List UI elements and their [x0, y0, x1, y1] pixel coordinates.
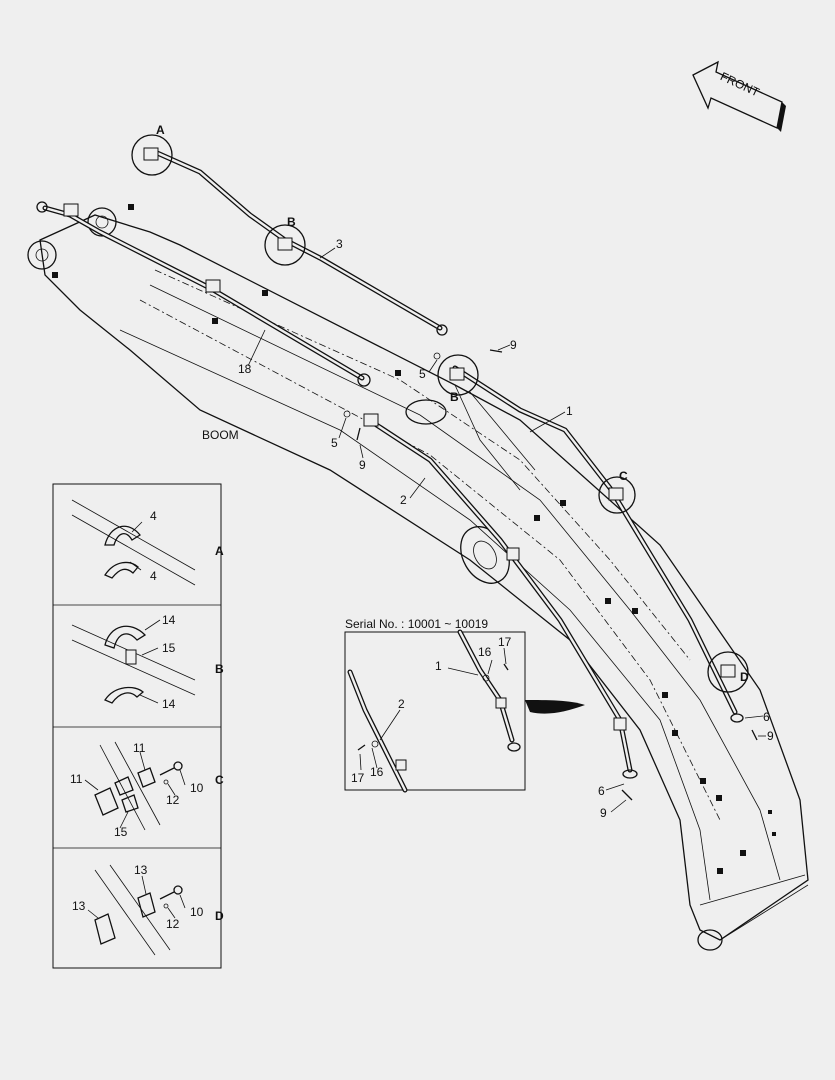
detail-d-label-13-left: 13: [72, 899, 86, 913]
part-6-bottom: 6: [598, 784, 605, 798]
detail-c-letter: C: [215, 773, 224, 787]
detail-b-label-mid: 15: [162, 641, 176, 655]
inset-title: Serial No. : 10001 ~ 10019: [345, 617, 488, 631]
part-2: 2: [400, 493, 407, 507]
detail-b-letter: B: [215, 662, 224, 676]
inset-part-17-upper: 17: [498, 635, 512, 649]
hardware: [343, 349, 758, 801]
part-6-right: 6: [763, 710, 770, 724]
part-18: 18: [238, 362, 252, 376]
callout-b-top: B: [287, 215, 296, 229]
detail-a: 4 4 A: [71, 499, 224, 586]
callout-d: D: [740, 670, 749, 684]
part-9-lower: 9: [359, 458, 366, 472]
detail-panels: 4 4 A 14 15 14 B 11 11: [52, 483, 224, 969]
detail-a-label-upper: 4: [150, 509, 157, 523]
part-5-lower: 5: [331, 436, 338, 450]
detail-d-label-10: 10: [190, 905, 204, 919]
part-3: 3: [336, 237, 343, 251]
detail-b-label-upper: 14: [162, 613, 176, 627]
inset-part-2: 2: [398, 697, 405, 711]
inset-part-1: 1: [435, 659, 442, 673]
detail-d: 13 13 10 12 D: [72, 863, 224, 956]
callout-circles: [131, 134, 749, 693]
detail-c: 11 11 10 12 15 C: [70, 741, 224, 839]
detail-c-label-11-left: 11: [70, 772, 83, 786]
pipe-3: [152, 149, 448, 336]
boom-label: BOOM: [202, 428, 239, 442]
callout-a: A: [156, 123, 165, 137]
boom-outline: [27, 204, 809, 951]
callout-c: C: [619, 469, 628, 483]
inset-part-16-lower: 16: [370, 765, 384, 779]
inset-part-17-lower: 17: [351, 771, 365, 785]
detail-c-label-11-right: 11: [133, 741, 146, 755]
front-arrow: FRONT: [692, 60, 786, 132]
detail-c-label-12: 12: [166, 793, 180, 807]
inset-part-16-upper: 16: [478, 645, 492, 659]
leader-lines: [247, 247, 766, 813]
callout-b-mid: B: [450, 390, 459, 404]
detail-d-letter: D: [215, 909, 224, 923]
detail-a-letter: A: [215, 544, 224, 558]
pipe-18: [36, 201, 371, 387]
detail-b: 14 15 14 B: [71, 613, 224, 711]
detail-a-label-lower: 4: [150, 569, 157, 583]
part-9-upper: 9: [510, 338, 517, 352]
detail-c-label-10: 10: [190, 781, 204, 795]
part-1: 1: [566, 404, 573, 418]
detail-c-label-15: 15: [114, 825, 128, 839]
detail-d-label-13-right: 13: [134, 863, 148, 877]
detail-b-label-lower: 14: [162, 697, 176, 711]
detail-d-label-12: 12: [166, 917, 180, 931]
part-9-right: 9: [767, 729, 774, 743]
pipe-1: [452, 365, 744, 723]
part-5-upper: 5: [419, 367, 426, 381]
pipe-2: [363, 413, 638, 779]
serial-inset: Serial No. : 10001 ~ 10019 1 16 17 2 16 …: [344, 617, 585, 793]
part-9-bottom: 9: [600, 806, 607, 820]
